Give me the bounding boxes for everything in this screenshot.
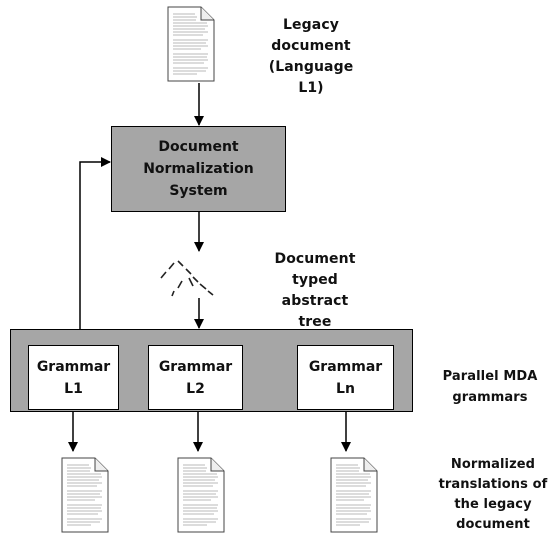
normalized-translations-label: Normalized translations of the legacy do… [438, 457, 548, 532]
document-icon [167, 6, 215, 82]
document-icon [177, 457, 225, 533]
arrow-feedback-loop [79, 157, 111, 345]
normalization-system-box: Document Normalization System [111, 126, 286, 212]
document-icon [61, 457, 109, 533]
abstract-tree-label: Document typed abstract tree [274, 251, 356, 330]
parallel-grammars-label: Parallel MDA grammars [442, 369, 538, 405]
grammar-ln-box: Grammar Ln [297, 345, 394, 410]
document-icon [330, 457, 378, 533]
grammar-l2-box: Grammar L2 [148, 345, 243, 410]
grammar-l1-box: Grammar L1 [28, 345, 119, 410]
abstract-tree-icon [160, 260, 214, 297]
legacy-document-label: Legacy document (Language L1) [268, 17, 354, 96]
